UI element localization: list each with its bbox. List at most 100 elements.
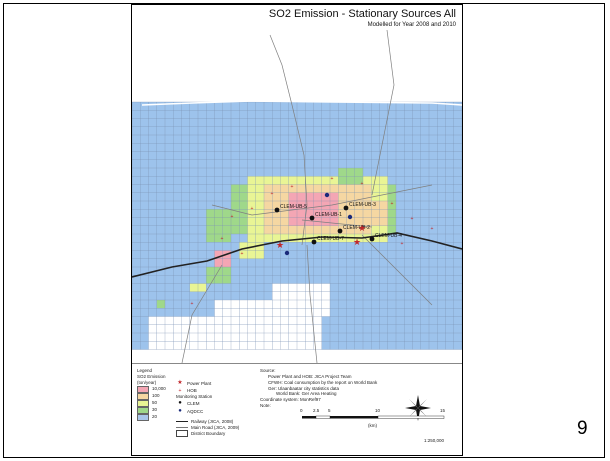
empty-cell bbox=[156, 333, 165, 342]
empty-cell bbox=[288, 291, 297, 300]
empty-cell bbox=[239, 324, 248, 333]
empty-cell bbox=[247, 333, 256, 342]
monitoring-title: Monitoring Station bbox=[176, 394, 213, 400]
emission-cell bbox=[379, 192, 388, 201]
emission-cell bbox=[338, 209, 347, 218]
scale-tick: 5 bbox=[328, 408, 331, 413]
emission-cell bbox=[305, 184, 314, 193]
emission-cell bbox=[239, 225, 248, 234]
empty-cell bbox=[288, 316, 297, 325]
emission-cell bbox=[272, 217, 281, 226]
empty-cell bbox=[280, 341, 289, 350]
emission-cell bbox=[288, 225, 297, 234]
clem-station-icon bbox=[369, 236, 375, 242]
emission-cell bbox=[255, 225, 264, 234]
empty-cell bbox=[305, 291, 314, 300]
empty-cell bbox=[231, 308, 240, 317]
empty-cell bbox=[305, 300, 314, 309]
emission-cell bbox=[264, 234, 273, 243]
hob-label: HOB bbox=[187, 388, 197, 394]
emission-cell bbox=[239, 184, 248, 193]
emission-cell bbox=[239, 201, 248, 210]
emission-cell bbox=[354, 209, 363, 218]
scale-bar-graphic bbox=[302, 415, 445, 419]
empty-cell bbox=[231, 324, 240, 333]
aqdcc-station-icon bbox=[324, 192, 330, 198]
emission-cell bbox=[214, 250, 223, 259]
power-plant-icon: ★ bbox=[353, 237, 361, 247]
aqdcc-station-icon bbox=[284, 250, 290, 256]
hob-icon: + bbox=[411, 216, 414, 222]
emission-cell bbox=[371, 201, 380, 210]
emission-cell bbox=[247, 176, 256, 185]
map-canvas: CLEM-UB-1CLEM-UB-2CLEM-UB-3CLEM-UB-4CLEM… bbox=[132, 29, 462, 363]
empty-cell bbox=[297, 300, 306, 309]
emission-cell bbox=[247, 201, 256, 210]
emission-cell bbox=[321, 234, 330, 243]
empty-cell bbox=[222, 333, 231, 342]
empty-cell bbox=[165, 333, 174, 342]
emission-cell bbox=[297, 225, 306, 234]
map-title: SO2 Emission - Stationary Sources All bbox=[268, 8, 456, 20]
emission-cell bbox=[280, 201, 289, 210]
emission-cell bbox=[371, 217, 380, 226]
aqdcc-station-icon bbox=[347, 214, 353, 220]
emission-cell bbox=[363, 217, 372, 226]
emission-cell bbox=[346, 225, 355, 234]
emission-cell bbox=[338, 192, 347, 201]
emission-cell bbox=[330, 184, 339, 193]
emission-cell bbox=[305, 176, 314, 185]
empty-cell bbox=[214, 333, 223, 342]
emission-cell bbox=[280, 234, 289, 243]
swatch-30 bbox=[137, 406, 149, 414]
empty-cell bbox=[165, 341, 174, 350]
empty-cell bbox=[305, 341, 314, 350]
emission-cell bbox=[206, 275, 215, 284]
emission-cell bbox=[280, 217, 289, 226]
railway-icon bbox=[176, 421, 188, 423]
empty-cell bbox=[288, 308, 297, 317]
emission-cell bbox=[297, 184, 306, 193]
empty-cell bbox=[222, 324, 231, 333]
empty-cell bbox=[206, 316, 215, 325]
empty-cell bbox=[173, 316, 182, 325]
empty-cell bbox=[272, 283, 281, 292]
empty-cell bbox=[239, 308, 248, 317]
empty-cell bbox=[148, 333, 157, 342]
emission-cell bbox=[321, 176, 330, 185]
empty-cell bbox=[280, 308, 289, 317]
emission-cell bbox=[354, 168, 363, 177]
emission-cell bbox=[330, 225, 339, 234]
emission-cell bbox=[206, 217, 215, 226]
empty-cell bbox=[297, 333, 306, 342]
hob-icon: + bbox=[241, 251, 244, 257]
empty-cell bbox=[264, 308, 273, 317]
main-road bbox=[181, 264, 223, 363]
emission-cell bbox=[371, 184, 380, 193]
empty-cell bbox=[272, 341, 281, 350]
empty-cell bbox=[231, 333, 240, 342]
emission-cell bbox=[255, 176, 264, 185]
empty-cell bbox=[255, 341, 264, 350]
emission-cell bbox=[346, 184, 355, 193]
map-subtitle: Modelled for Year 2008 and 2010 bbox=[367, 22, 456, 28]
district-boundary-label: District Boundary bbox=[191, 431, 226, 436]
main-road bbox=[301, 219, 373, 228]
empty-cell bbox=[297, 308, 306, 317]
emission-cell bbox=[206, 225, 215, 234]
emission-cell bbox=[379, 225, 388, 234]
hob-icon: + bbox=[391, 201, 394, 207]
empty-cell bbox=[272, 291, 281, 300]
empty-cell bbox=[173, 324, 182, 333]
source-line: Ger: Ulaanbaatar city statistics data bbox=[268, 385, 340, 391]
empty-cell bbox=[214, 341, 223, 350]
emission-cell bbox=[321, 184, 330, 193]
emission-cell bbox=[313, 209, 322, 218]
empty-cell bbox=[239, 333, 248, 342]
emission-cell bbox=[321, 217, 330, 226]
emission-cell bbox=[231, 217, 240, 226]
empty-cell bbox=[239, 300, 248, 309]
empty-cell bbox=[214, 308, 223, 317]
clem-station-icon bbox=[343, 205, 349, 211]
emission-cell bbox=[280, 176, 289, 185]
